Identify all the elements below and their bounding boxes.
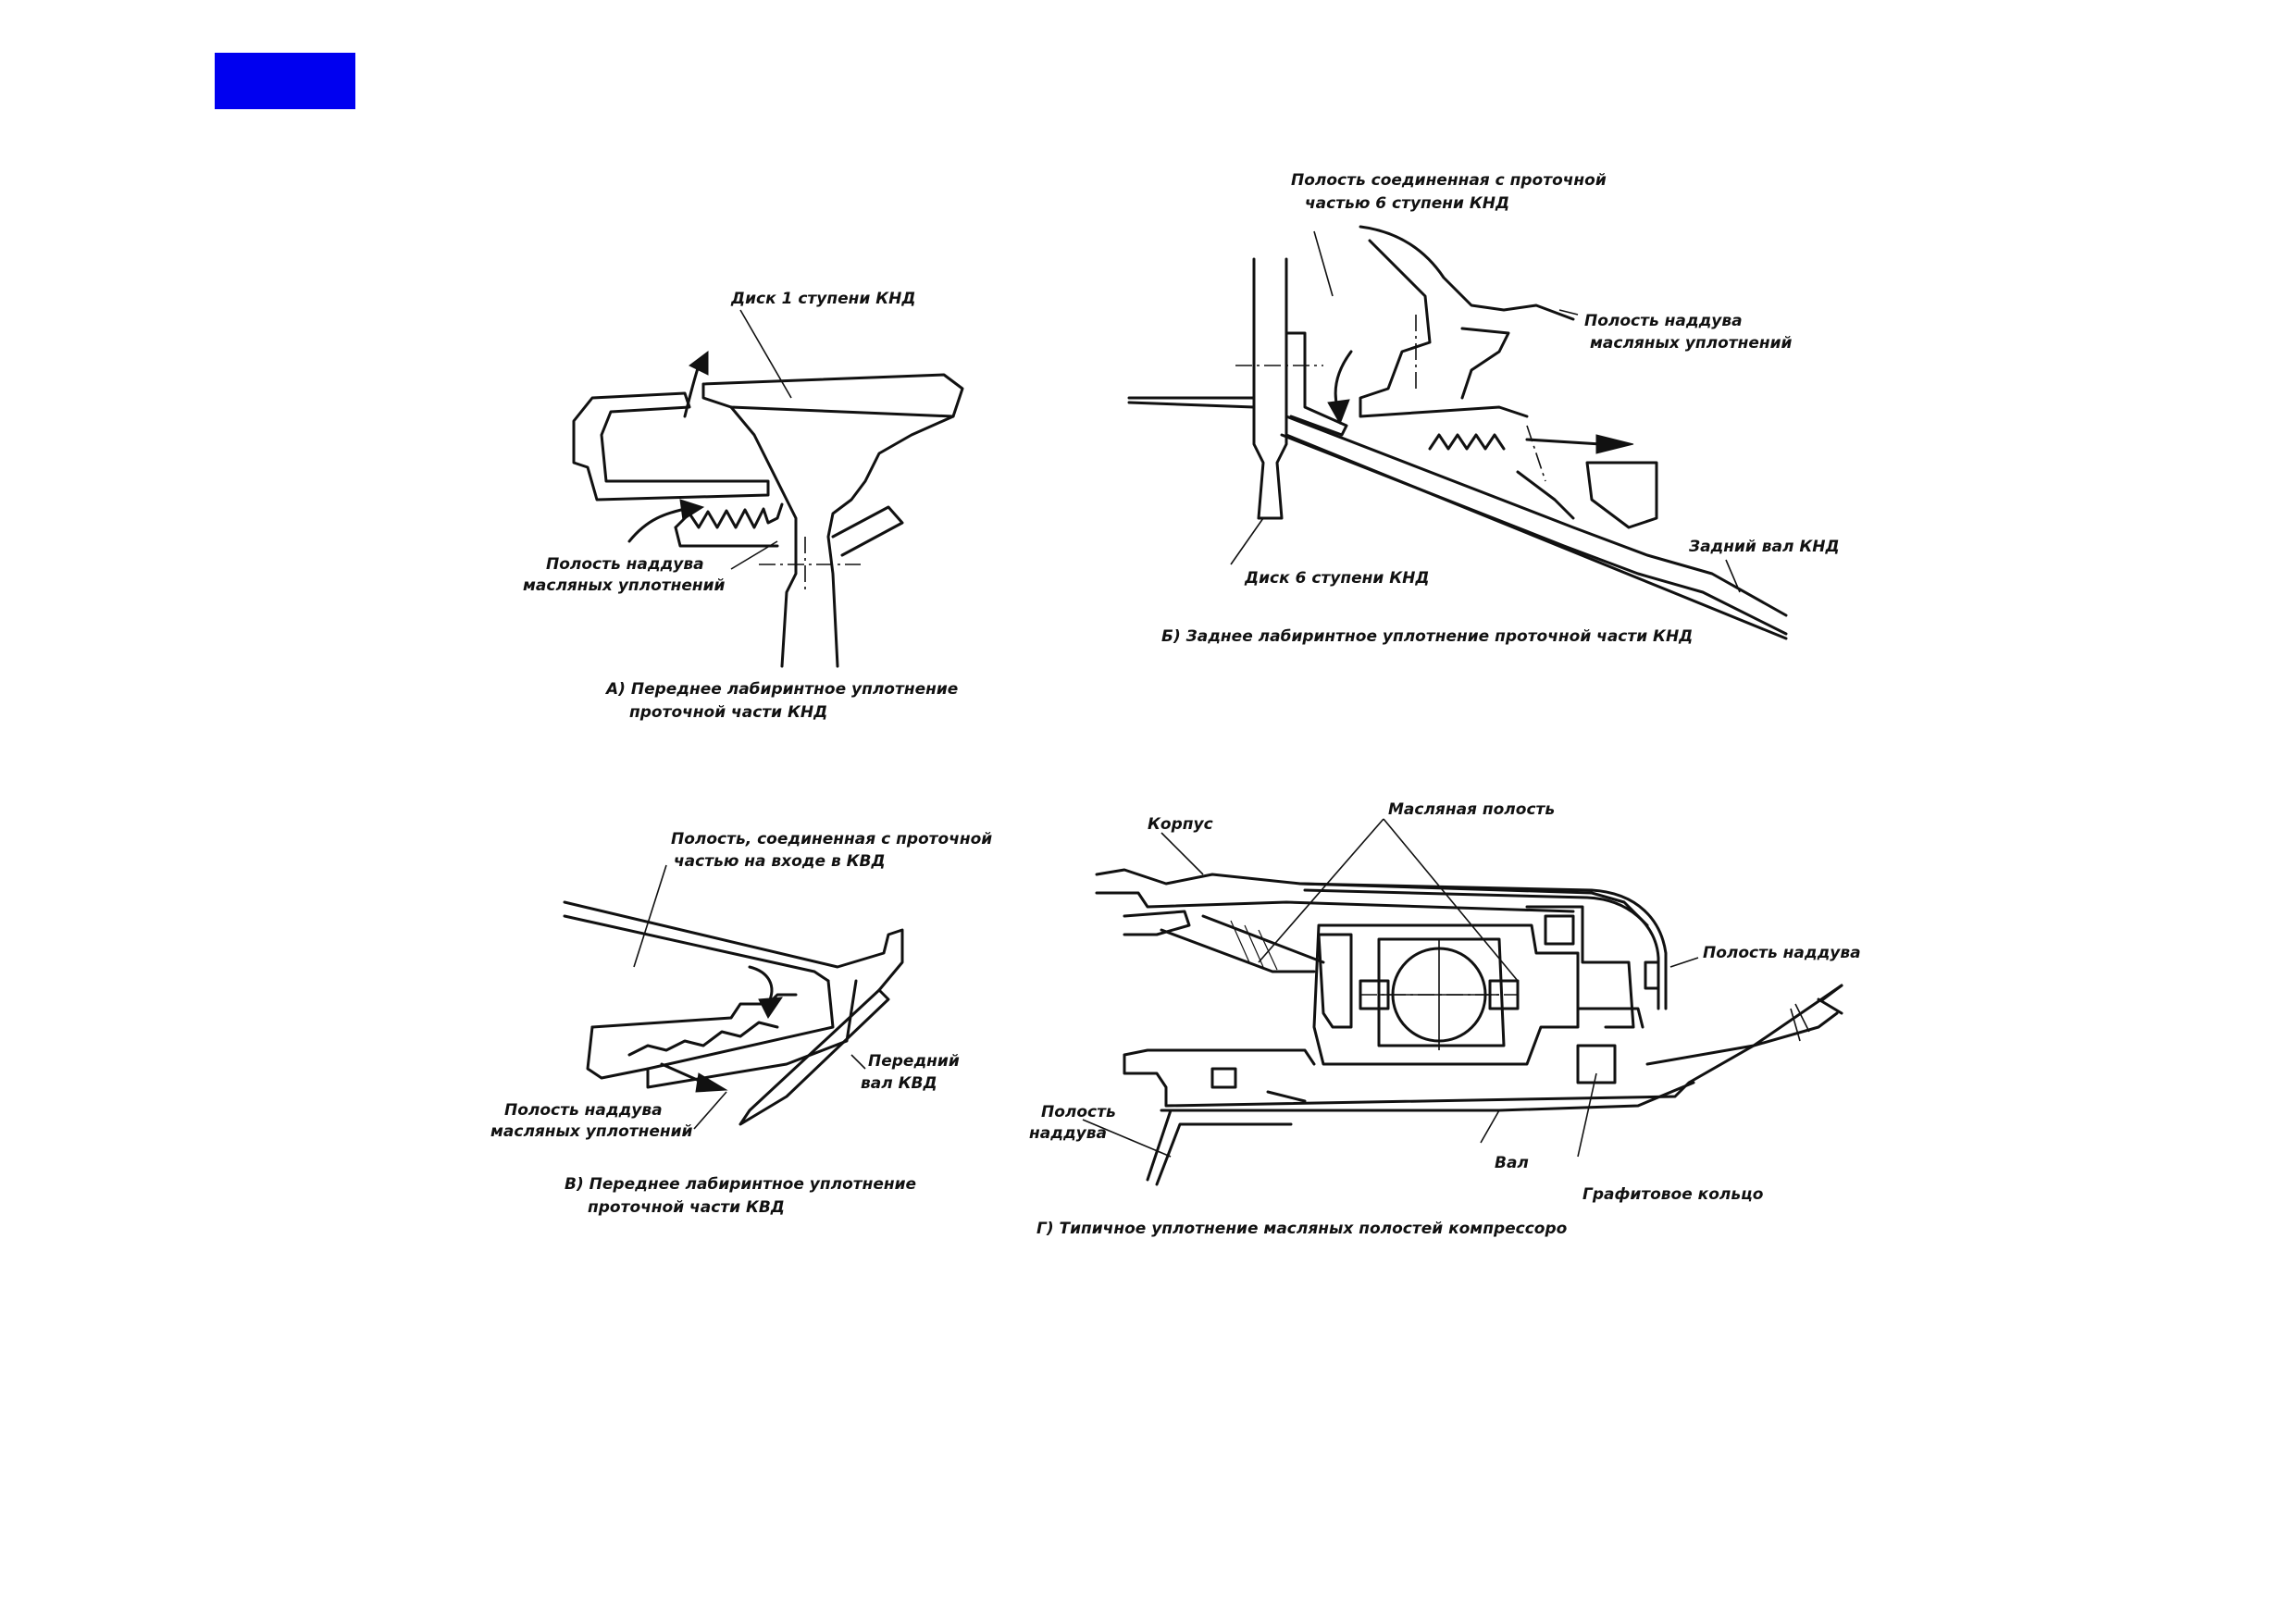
diagram-v-cavity-label-1: Полость, соединенная с проточной (671, 830, 992, 849)
diagram-v-pressure-label-2: масляных уплотнений (490, 1122, 693, 1141)
diagram-b-pressure-label-2: масляных уплотнений (1590, 334, 1793, 353)
diagram-g-oil-cavity-label: Масляная полость (1388, 800, 1555, 819)
diagram-v-front-hpc-seal: Полость, соединенная с проточной частью … (490, 830, 992, 1217)
corner-tab (215, 53, 355, 109)
diagram-g-ring-label: Графитовое кольцо (1582, 1185, 1764, 1204)
diagram-b-rear-lpc-seal: Полость соединенная с проточной частью 6… (1127, 171, 1840, 646)
diagram-a-front-lpc-seal: Диск 1 ступени КНД Полость наддува масля… (523, 290, 964, 722)
diagram-a-cavity-label-2: масляных уплотнений (523, 576, 726, 595)
diagram-b-disk-label: Диск 6 ступени КНД (1244, 569, 1429, 588)
diagram-b-cavity-label-1: Полость соединенная с проточной (1291, 171, 1607, 190)
diagram-g-shaft-label: Вал (1495, 1154, 1529, 1172)
diagram-b-shaft-label: Задний вал КНД (1688, 538, 1840, 556)
diagram-g-housing-label: Корпус (1148, 815, 1213, 834)
diagram-a-caption-2: проточной части КНД (629, 703, 827, 722)
diagram-b-cavity-label-2: частью 6 ступени КНД (1305, 194, 1509, 213)
diagram-a-cavity-label-1: Полость наддува (546, 555, 704, 574)
diagram-v-pressure-label-1: Полость наддува (504, 1101, 663, 1120)
diagram-v-caption-1: В) Переднее лабиринтное уплотнение (565, 1175, 916, 1194)
diagram-b-caption: Б) Заднее лабиринтное уплотнение проточн… (1161, 627, 1693, 646)
diagram-g-pressure-label: Полость наддува (1703, 944, 1861, 962)
diagram-v-shaft-label-1: Передний (868, 1052, 960, 1071)
diagram-v-cavity-label-2: частью на входе в КВД (674, 852, 886, 871)
diagram-g-pressure-left-2: наддува (1029, 1124, 1107, 1143)
diagram-a-disk-label: Диск 1 ступени КНД (730, 290, 915, 308)
diagram-v-shaft-label-2: вал КВД (861, 1074, 937, 1093)
diagram-v-caption-2: проточной части КВД (588, 1198, 785, 1217)
diagram-g-oil-cavity-seal: Корпус Масляная полость Полость наддува … (1029, 800, 1861, 1238)
diagram-g-caption: Г) Типичное уплотнение масляных полостей… (1036, 1220, 1568, 1238)
diagram-g-pressure-left-1: Полость (1041, 1103, 1116, 1121)
diagram-b-pressure-label-1: Полость наддува (1584, 312, 1743, 330)
diagram-a-caption-1: А) Переднее лабиринтное уплотнение (604, 680, 958, 699)
